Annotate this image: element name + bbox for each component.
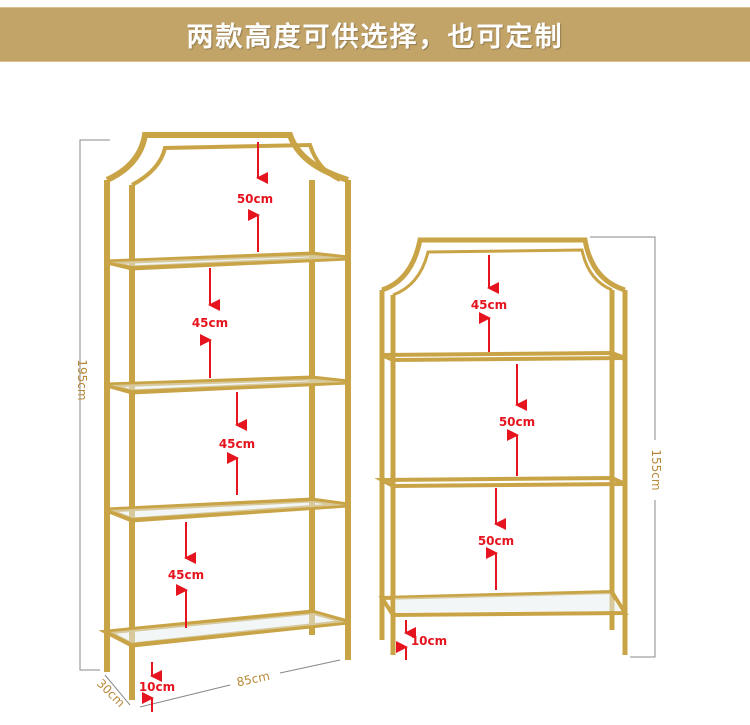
short-shelf-glass: [395, 593, 620, 612]
short-height-label: 155cm: [649, 449, 663, 490]
tall-height-label: 195cm: [75, 359, 89, 400]
short-shelf: [374, 237, 629, 655]
tall-gap-arrows: [142, 142, 268, 712]
short-gap-2: 50cm: [499, 415, 535, 429]
tall-gap-1: 50cm: [237, 192, 273, 206]
tall-gap-4: 45cm: [168, 568, 204, 582]
tall-width-label: 85cm: [235, 669, 271, 690]
tall-floor-clearance: 10cm: [139, 680, 175, 694]
short-floor-clearance: 10cm: [411, 634, 447, 648]
short-gap-arrows: [396, 255, 527, 660]
short-gap-1: 45cm: [471, 298, 507, 312]
short-dimension-line: [590, 236, 656, 658]
tall-dimension-lines: [79, 139, 341, 708]
title-banner: 两款高度可供选择，也可定制: [0, 7, 750, 62]
short-gap-3: 50cm: [478, 534, 514, 548]
tall-gap-2: 45cm: [192, 316, 228, 330]
tall-gap-3: 45cm: [219, 437, 255, 451]
banner-title: 两款高度可供选择，也可定制: [186, 22, 564, 53]
tall-shelf-glass: [110, 255, 345, 643]
